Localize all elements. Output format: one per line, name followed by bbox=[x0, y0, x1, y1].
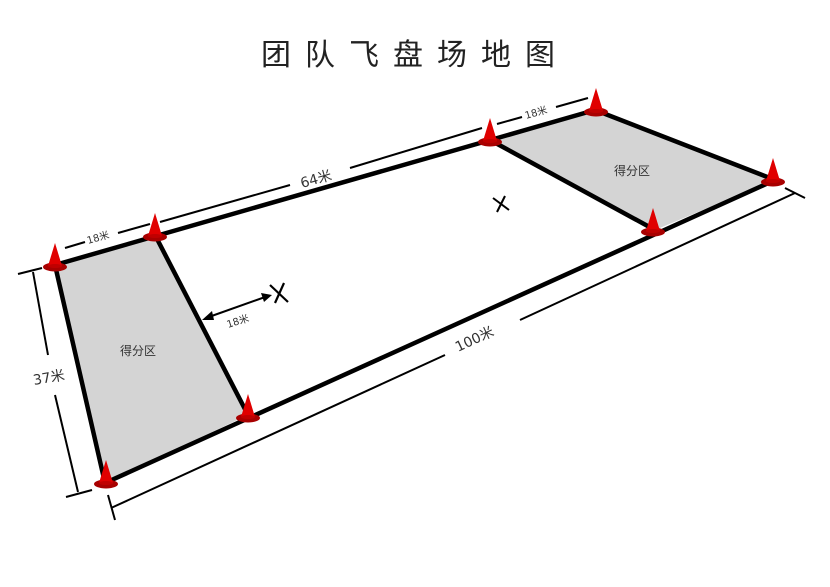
diagram-title: 团队飞盘场地图 bbox=[261, 38, 569, 73]
field-length-label: 100米 bbox=[453, 324, 497, 356]
zone-left-label: 得分区 bbox=[120, 343, 156, 358]
brick-mark-right-icon bbox=[492, 195, 510, 213]
dimension-lines bbox=[17, 97, 806, 521]
end-zone-depth-left-label: 18米 bbox=[85, 228, 110, 247]
end-zone-depth-right-label: 18米 bbox=[523, 103, 548, 122]
cone-icon bbox=[584, 88, 608, 117]
field-width-label: 37米 bbox=[32, 368, 66, 389]
brick-mark-left-icon bbox=[269, 282, 289, 304]
arrow-head-left-icon bbox=[202, 311, 214, 320]
cone-icon bbox=[761, 158, 785, 187]
end-zone-left bbox=[55, 235, 248, 483]
arrow-head-right-icon bbox=[261, 293, 272, 302]
cone-icon bbox=[478, 118, 502, 147]
cone-icon bbox=[143, 213, 167, 242]
end-zone-right bbox=[490, 110, 775, 230]
cone-icon bbox=[43, 243, 67, 272]
brick-distance-label: 18米 bbox=[225, 311, 251, 330]
zone-right-label: 得分区 bbox=[614, 163, 650, 178]
